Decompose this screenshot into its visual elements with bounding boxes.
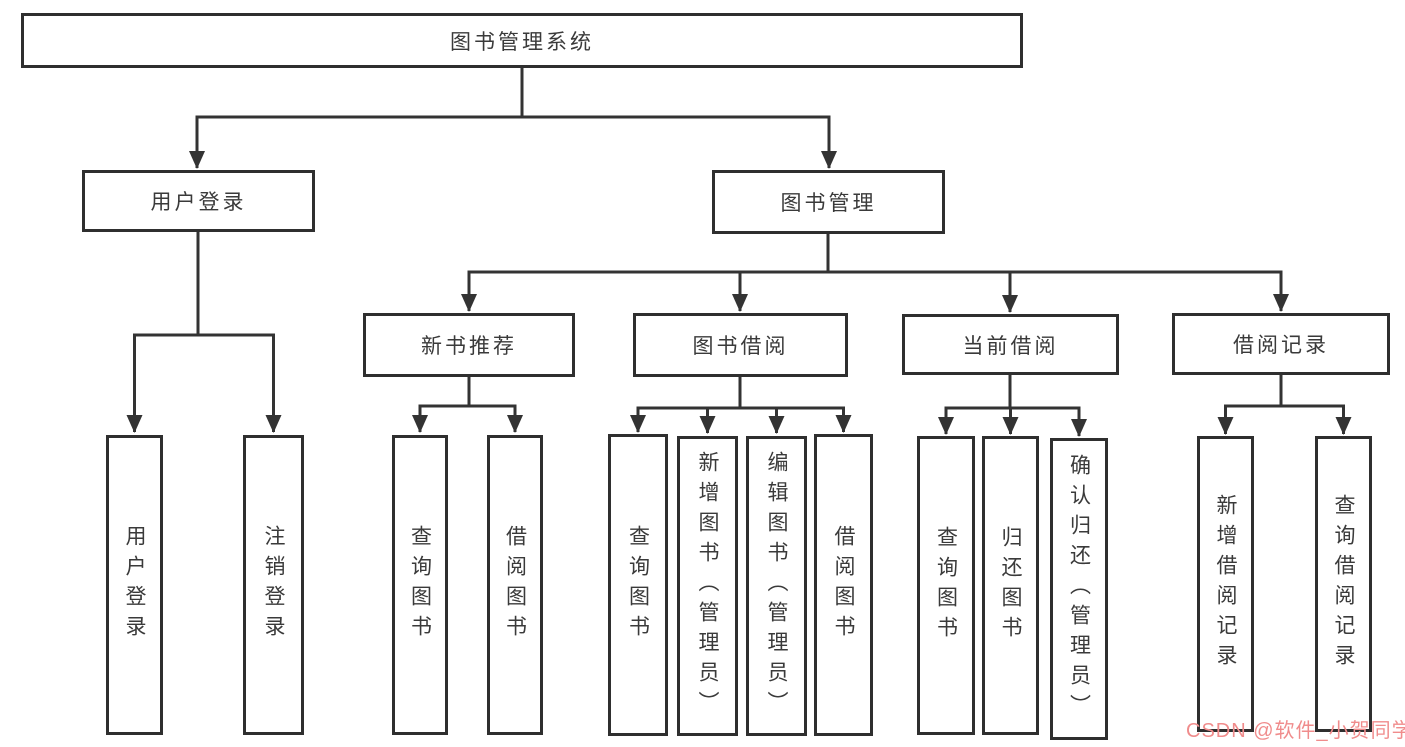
leaf-query-books-recommend: 查询图书 [392,435,448,735]
leaf-query-books-borrow: 查询图书 [608,434,668,736]
leaf-query-borrow-record: 查询借阅记录 [1315,436,1372,732]
leaf-confirm-return-admin: 确认归还（管理员） [1050,438,1108,740]
leaf-label: 查询借阅记录 [1332,494,1355,674]
leaf-label: 新增借阅记录 [1214,494,1237,674]
leaf-label: 编辑图书（管理员） [765,451,788,721]
leaf-label: 查询图书 [934,525,958,646]
leaf-label: 查询图书 [626,525,650,645]
leaf-label: 借阅图书 [503,525,527,645]
leaf-label: 用户登录 [123,525,146,645]
leaf-label: 确认归还（管理员） [1067,454,1091,724]
node-current-borrow: 当前借阅 [902,314,1119,375]
leaf-label: 新增图书（管理员） [696,451,719,721]
leaf-add-borrow-record: 新增借阅记录 [1197,436,1254,732]
leaf-add-books-admin: 新增图书（管理员） [677,436,738,736]
leaf-edit-books-admin: 编辑图书（管理员） [746,436,807,736]
leaf-label: 注销登录 [262,525,285,645]
leaf-logout-login: 注销登录 [243,435,304,735]
leaf-query-books-current: 查询图书 [917,436,975,735]
node-borrow-records: 借阅记录 [1172,313,1390,375]
leaf-label: 查询图书 [408,525,432,645]
csdn-watermark: CSDN @软件_小贺同学 [1186,720,1405,742]
node-book-management: 图书管理 [712,170,945,234]
node-new-book-recommend: 新书推荐 [363,313,575,377]
leaf-user-login: 用户登录 [106,435,163,735]
node-user-login: 用户登录 [82,170,315,232]
leaf-return-books: 归还图书 [982,436,1039,735]
node-book-borrow: 图书借阅 [633,313,848,377]
leaf-label: 借阅图书 [832,525,855,645]
node-root: 图书管理系统 [21,13,1023,68]
leaf-label: 归还图书 [999,525,1022,646]
leaf-borrow-books: 借阅图书 [814,434,873,736]
leaf-borrow-books-recommend: 借阅图书 [487,435,543,735]
